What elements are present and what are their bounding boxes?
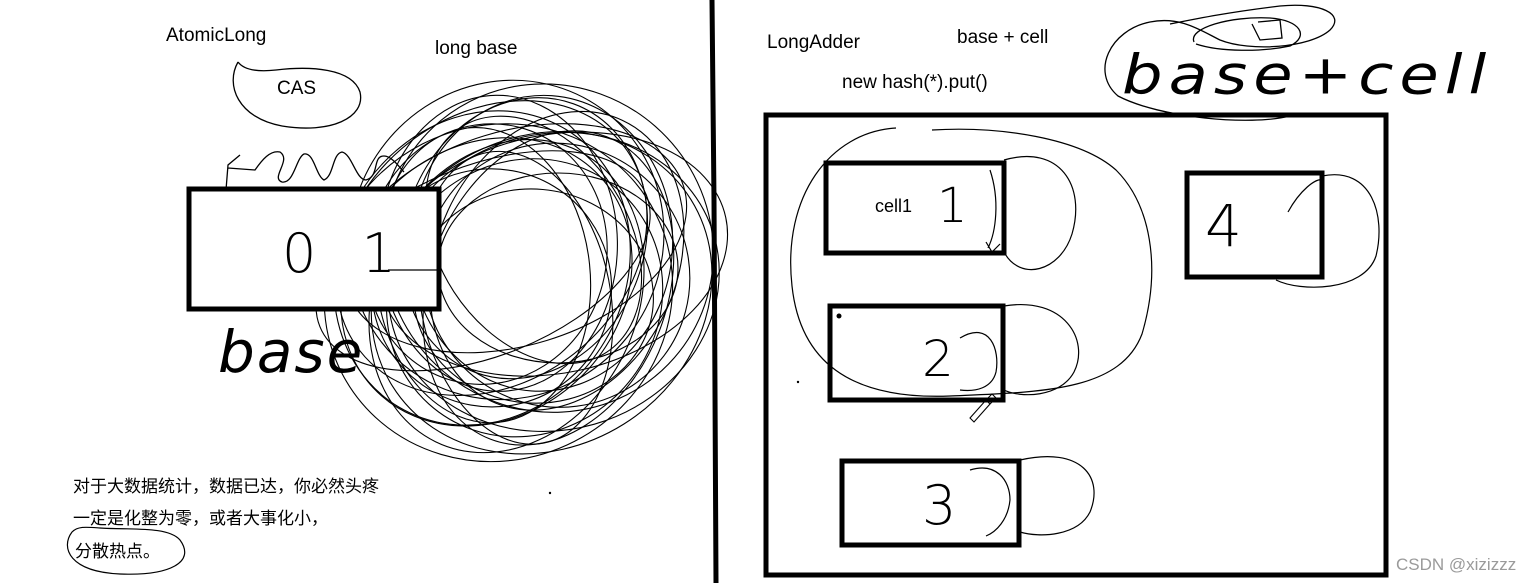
cell2-dot: [836, 313, 842, 319]
cell2-inner-curve: [959, 331, 998, 392]
handwritten-formula: base+cell: [1122, 44, 1493, 107]
cas-label: CAS: [277, 78, 317, 99]
cell4-box: [1184, 170, 1325, 280]
formula-label: base + cell: [957, 27, 1049, 48]
longadder-title: LongAdder: [767, 32, 860, 53]
contention-loop: [417, 150, 614, 445]
note-line-1: 对于大数据统计，数据已达，你必然头疼: [73, 477, 379, 497]
cells-container: [763, 112, 1389, 578]
cell1-label: cell1: [875, 196, 913, 216]
contention-loop: [423, 142, 691, 408]
divider-line: [709, 0, 719, 583]
hash-oval: [790, 127, 1153, 397]
contention-loop: [429, 110, 685, 411]
cell3-loop: [1019, 456, 1095, 536]
contention-loops: [315, 79, 729, 463]
box-value: 0 1: [282, 222, 410, 285]
contention-loop: [315, 150, 651, 372]
stray-dot-right: [796, 380, 800, 384]
stray-dot: [548, 491, 552, 495]
pen-cursor-icon: [969, 393, 997, 423]
cell3-inner-curve: [969, 467, 1011, 537]
cell4-inner-curve: [1287, 179, 1323, 213]
cell2-number: 2: [922, 330, 954, 388]
note-line-3: 分散热点。: [75, 542, 160, 562]
csdn-watermark: CSDN @xizizzz: [1396, 555, 1517, 574]
cas-oval: [232, 61, 362, 129]
spin-scribble: [225, 151, 405, 191]
contention-loop: [323, 123, 674, 463]
formula-scribble: [1104, 4, 1336, 121]
contention-loop: [335, 100, 648, 397]
cell4-loop: [1275, 174, 1380, 288]
cell1-loop: [1003, 155, 1077, 271]
note-oval: [66, 526, 186, 575]
cell1-number: 1: [937, 178, 968, 234]
long-base-label: long base: [435, 38, 518, 59]
cell1-box: [823, 160, 1007, 256]
cell4-number: 4: [1205, 192, 1242, 260]
contention-loop: [424, 115, 643, 365]
cell1-inner-curve: [987, 169, 997, 249]
cell2-box: [827, 303, 1006, 403]
cell3-box: [839, 458, 1022, 548]
base-box: [186, 186, 442, 312]
atomiclong-title: AtomicLong: [166, 25, 267, 46]
contention-loop: [382, 83, 714, 413]
cell2-loop: [1003, 304, 1080, 396]
contention-loop: [370, 130, 713, 455]
cell3-number: 3: [922, 474, 957, 537]
contention-loop: [348, 79, 665, 401]
contention-loop: [387, 131, 720, 432]
hash-label: new hash(*).put(): [842, 72, 988, 93]
note-line-2: 一定是化整为零，或者大事化小，: [73, 509, 328, 529]
handwritten-base: base: [218, 318, 365, 386]
